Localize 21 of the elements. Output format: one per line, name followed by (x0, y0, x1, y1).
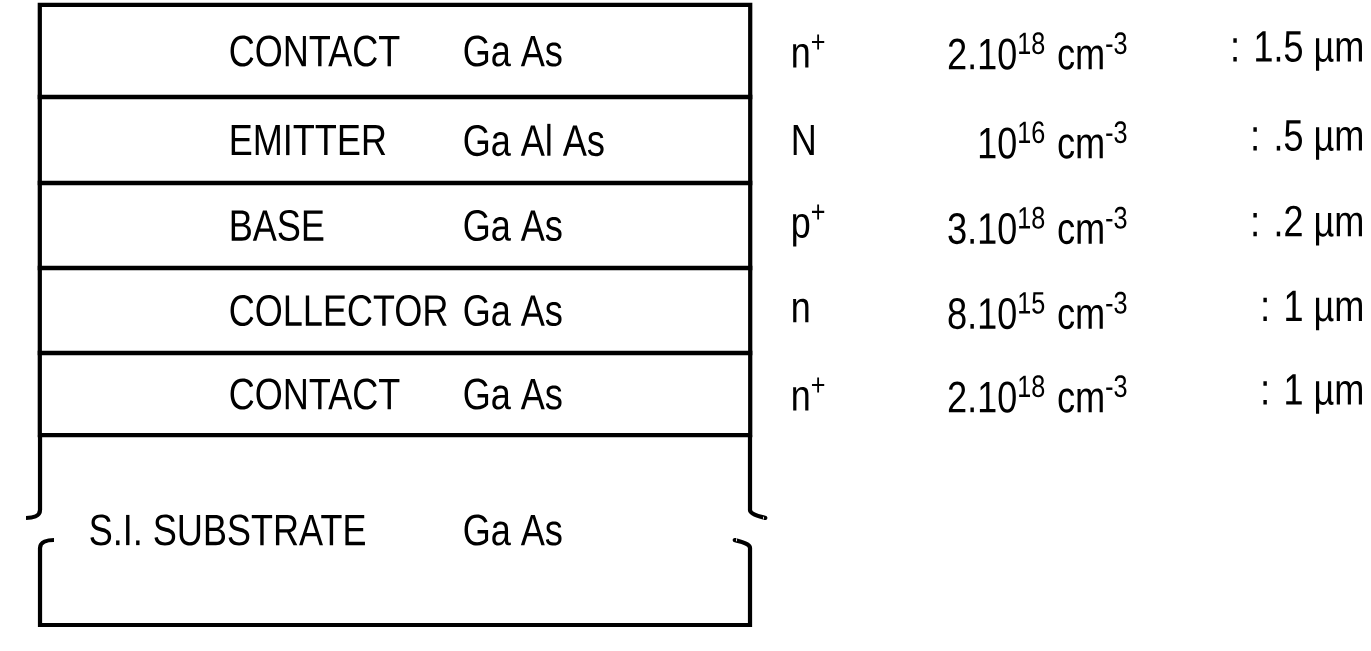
substrate-box: S.I. SUBSTRATE Ga As (23, 432, 768, 628)
layer-spec: n (793, 298, 809, 323)
layer-spec: n$^{+}$ (793, 34, 825, 68)
layer-spec: 2.10$^{18}$ cm$^{-3}$ (948, 375, 1127, 413)
layer-spec: p$^{+}$ (793, 204, 825, 247)
layer-spec: : .5 µm (1253, 120, 1362, 160)
layer-spec: 3.10$^{18}$ cm$^{-3}$ (948, 206, 1127, 245)
layer-spec: N (793, 124, 814, 156)
layer-box: CONTACT Ga As (37, 350, 753, 438)
layer-box: COLLECTOR Ga As (37, 265, 753, 356)
layer-spec: : 1 µm (1263, 374, 1362, 414)
layer-spec: : .2 µm (1253, 205, 1362, 246)
layer-spec: n$^{+}$ (793, 377, 825, 411)
layer-spec: : 1 µm (1263, 290, 1362, 331)
layer-spec: 8.10$^{15}$ cm$^{-3}$ (948, 291, 1127, 330)
layer-spec: 2.10$^{18}$ cm$^{-3}$ (948, 32, 1127, 70)
layer-box: BASE Ga As (37, 180, 753, 271)
layer-box: CONTACT Ga As (37, 2, 753, 100)
layer-box: EMITTER Ga Al As (37, 94, 753, 186)
layer-spec: : 1.5 µm (1233, 31, 1362, 71)
layer-spec: 10$^{16}$ cm$^{-3}$ (979, 121, 1127, 159)
